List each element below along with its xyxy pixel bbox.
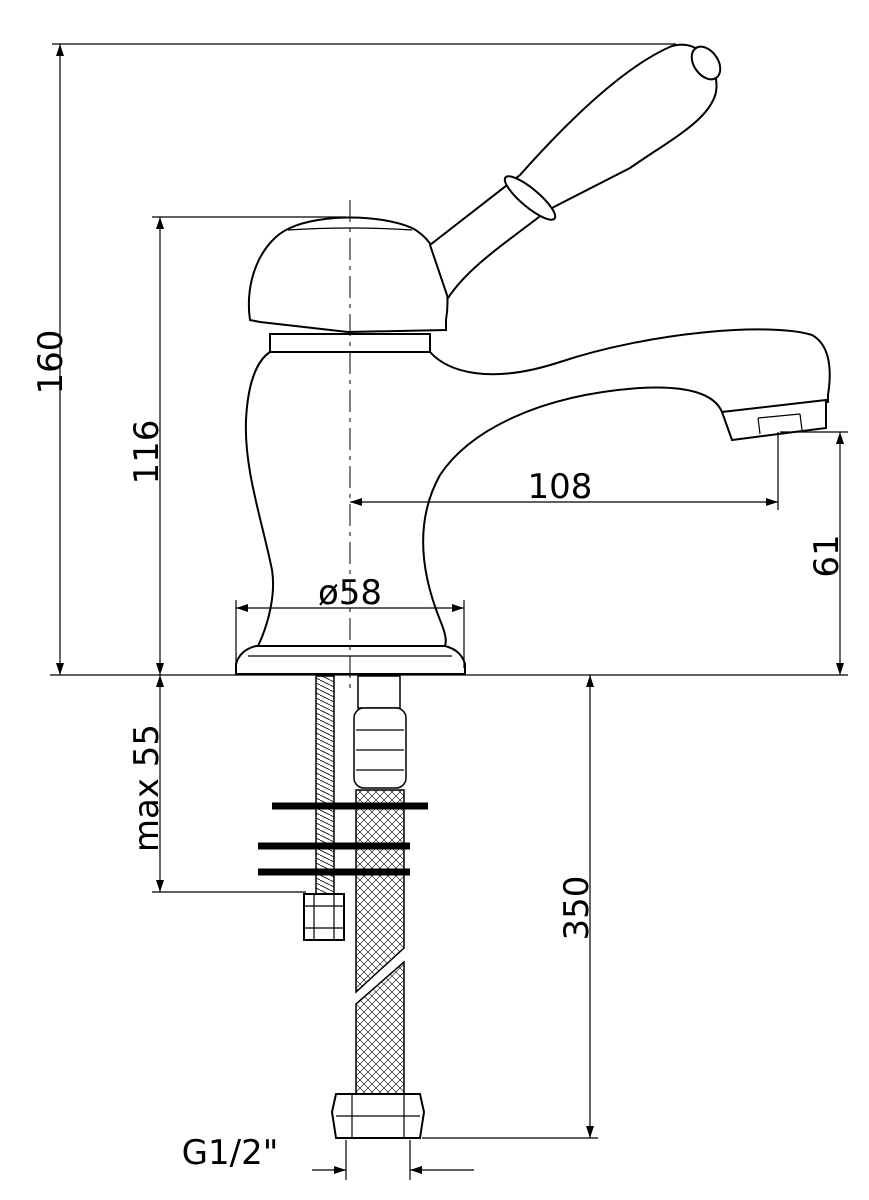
dim-max-thickness: max 55 — [127, 724, 167, 852]
hose-mesh-upper — [355, 789, 405, 994]
dim-thread: G1/2" — [182, 1133, 279, 1173]
lever-ring — [503, 175, 557, 221]
rod-nut-edges — [304, 894, 344, 940]
lever-tip — [690, 45, 722, 81]
hose-hex-nut-edges — [336, 1094, 420, 1138]
hose-ferrule-lines — [356, 729, 404, 771]
hose-connector — [357, 675, 401, 709]
aerator-ring — [757, 413, 803, 435]
dim-hose-length: 350 — [557, 876, 597, 941]
dim-base-diameter: ø58 — [318, 573, 382, 613]
dim-body-height: 116 — [127, 420, 167, 485]
handle-lever — [428, 43, 718, 301]
handle-dome — [247, 216, 449, 334]
dimensions: 160 116 108 61 ø58 max 55 350 G1/2" — [31, 43, 848, 1180]
dim-spout-reach: 108 — [528, 467, 593, 507]
aerator — [720, 398, 827, 442]
body-and-spout — [244, 328, 831, 647]
hose-ferrule — [353, 707, 407, 789]
dim-spout-height: 61 — [807, 534, 847, 577]
rod-nut — [303, 893, 345, 941]
mounting-hardware — [258, 675, 428, 1139]
threaded-rod — [315, 675, 335, 925]
dim-total-height: 160 — [31, 330, 71, 395]
